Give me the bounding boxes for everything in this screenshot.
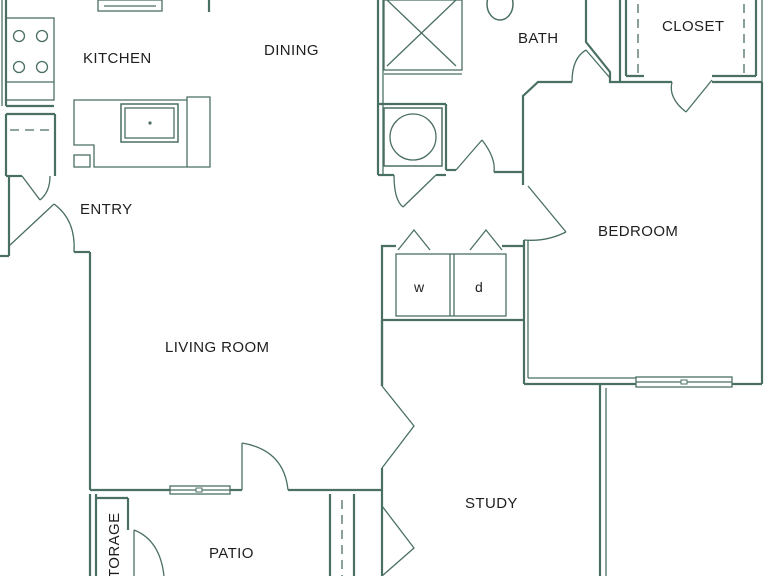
label-dining: DINING <box>264 42 319 59</box>
label-dryer: d <box>475 279 483 295</box>
kitchen-upper-cabinet <box>97 0 163 12</box>
storage-door <box>133 529 165 576</box>
front-door <box>8 203 55 247</box>
study-area: STUDY <box>380 320 607 576</box>
label-bath: BATH <box>518 30 559 47</box>
study-bifold-door-lower <box>381 505 415 576</box>
bath-door-2 <box>571 49 587 83</box>
closet-door <box>21 175 41 201</box>
toilet <box>486 0 514 21</box>
label-patio: PATIO <box>209 545 254 562</box>
label-entry: ENTRY <box>80 201 133 218</box>
island-outlet <box>73 154 91 168</box>
kitchen-area: KITCHEN DINING <box>1 0 319 168</box>
bedroom-area: BEDROOM <box>522 82 764 388</box>
label-closet: CLOSET <box>662 18 724 35</box>
washer-dryer-unit <box>395 253 507 317</box>
label-storage: TORAGE <box>106 513 123 576</box>
label-bedroom: BEDROOM <box>598 223 678 240</box>
laundry-area: w d <box>380 228 524 386</box>
bath-area: BATH <box>376 0 620 208</box>
closet-door-2 <box>670 81 687 113</box>
laundry-door-right <box>469 228 503 251</box>
label-living-room: LIVING ROOM <box>165 339 269 356</box>
study-bifold-door-upper <box>381 385 415 469</box>
laundry-door-left <box>397 228 431 251</box>
patio-area: PATIO TORAGE <box>88 494 356 576</box>
water-heater <box>383 107 443 167</box>
entry-area: ENTRY <box>0 112 133 258</box>
label-kitchen: KITCHEN <box>83 50 152 67</box>
bath-door <box>455 139 483 171</box>
stove-burners <box>12 29 49 74</box>
shower <box>383 0 463 71</box>
living-room-area: LIVING ROOM <box>88 252 382 495</box>
bedroom-door <box>527 185 567 233</box>
closet-area: CLOSET <box>618 0 763 113</box>
label-washer: w <box>413 279 425 295</box>
label-study: STUDY <box>465 495 518 512</box>
kitchen-counter-left <box>5 17 55 101</box>
kitchen-island <box>73 96 211 168</box>
